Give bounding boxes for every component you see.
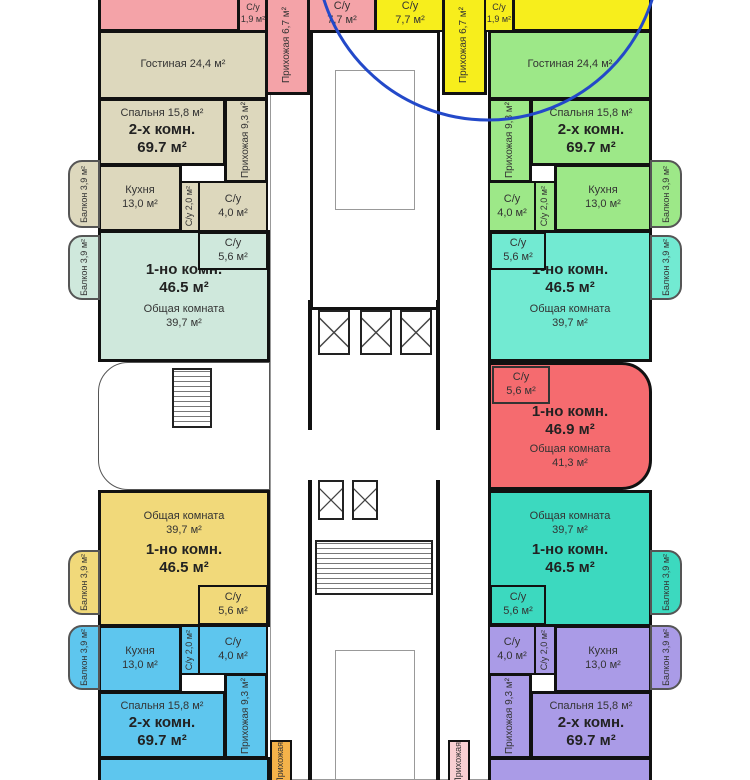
apt-purple-lower xyxy=(488,757,652,780)
balcony-mustard: Балкон 3,9 м² xyxy=(68,550,100,615)
staircase-left-steps xyxy=(172,368,212,428)
balcony-blue: Балкон 3,9 м² xyxy=(68,625,100,690)
balcony-purple: Балкон 3,9 м² xyxy=(650,625,682,690)
elevator-1 xyxy=(318,310,350,355)
staircase-core xyxy=(315,540,433,595)
balcony-aqua: Балкон 3,9 м² xyxy=(650,235,682,300)
balcony-beige: Балкон 3,9 м² xyxy=(68,160,100,228)
apt-blue-lower xyxy=(98,757,270,780)
hallway-yellow: Прихожая 6,7 м² xyxy=(442,0,487,95)
hallway-orange-bottom: Прихожая xyxy=(270,740,292,780)
balcony-green: Балкон 3,9 м² xyxy=(650,160,682,228)
balcony-turquoise: Балкон 3,9 м² xyxy=(650,550,682,615)
elevator-3 xyxy=(400,310,432,355)
elevator-4 xyxy=(318,480,344,520)
core-upper-shaft xyxy=(335,70,415,210)
hallway-pink-bottom: Прихожая xyxy=(448,740,470,780)
core-lower-shaft xyxy=(335,650,415,780)
hallway-purple: Прихожая 9,3 м² xyxy=(488,673,532,759)
balcony-mint: Балкон 3,9 м² xyxy=(68,235,100,300)
elevator-5 xyxy=(352,480,378,520)
elevator-2 xyxy=(360,310,392,355)
hallway-beige: Прихожая 9,3 м² xyxy=(224,98,268,183)
